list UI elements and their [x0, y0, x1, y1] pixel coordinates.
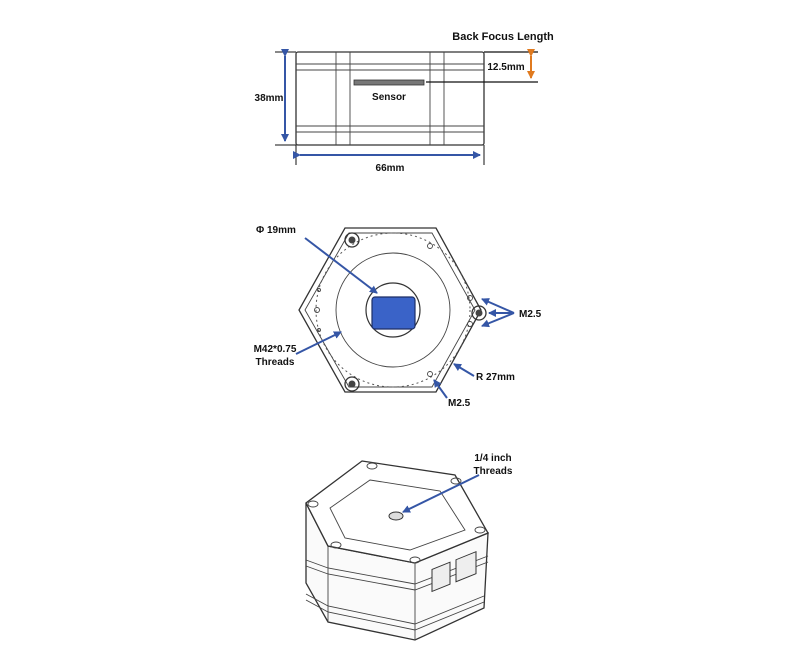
port-guide	[455, 550, 477, 583]
aperture-label: Φ 19mm	[256, 225, 296, 236]
radius-circle	[315, 232, 471, 388]
sensor-window	[371, 296, 416, 330]
sensor-label: Sensor	[372, 92, 406, 103]
screw-bottom-left	[344, 376, 360, 392]
sensor-bar	[353, 79, 425, 86]
height-label: 38mm	[255, 93, 284, 104]
width-label: 66mm	[376, 163, 405, 174]
bfl-title: Back Focus Length	[452, 31, 554, 43]
isometric-view: 1/4 inch Threads	[305, 453, 513, 641]
threads-label-line1: M42*0.75	[254, 344, 297, 355]
tripod-thread-hole	[388, 511, 404, 521]
m42-thread-ring	[335, 252, 451, 368]
radius-label: R 27mm	[476, 372, 515, 383]
aperture-circle	[365, 282, 421, 338]
side-view: Sensor Back Focus Length 12.5mm 38mm 66m…	[255, 31, 554, 174]
bfl-value-label: 12.5mm	[487, 62, 524, 73]
port-usb	[431, 561, 451, 593]
front-view: Φ 19mm M42*0.75 Threads M2.5 R 27mm M2.5	[254, 225, 542, 409]
threads-label-line2: Threads	[256, 357, 295, 368]
screw-right	[471, 305, 487, 321]
m25-label-right: M2.5	[519, 309, 542, 320]
hexagon-front-outline	[298, 227, 482, 393]
screw-top-left	[344, 232, 360, 248]
camera-side-body	[295, 51, 485, 146]
tripod-label-line2: Threads	[474, 466, 513, 477]
m25-label-bottom: M2.5	[448, 398, 471, 409]
tripod-label-line1: 1/4 inch	[474, 453, 511, 464]
